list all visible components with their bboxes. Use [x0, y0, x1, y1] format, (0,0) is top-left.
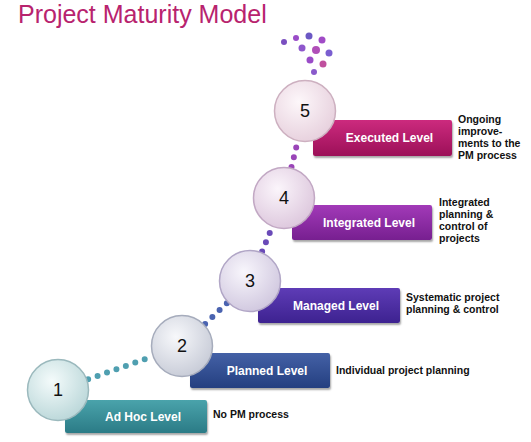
- level-bar: Ad Hoc LevelNo PM process: [65, 400, 207, 433]
- level-number: 4: [252, 166, 316, 230]
- level-name: Integrated Level: [292, 205, 432, 240]
- level-circle: 4: [252, 166, 316, 230]
- level-number: 5: [273, 79, 337, 143]
- level-name: Planned Level: [190, 353, 330, 388]
- dotted-connector: [292, 142, 298, 167]
- dotted-connector: [205, 303, 227, 324]
- level-number: 1: [26, 358, 90, 422]
- level-description: Systematic project planning & control: [406, 291, 518, 315]
- level-circle: 3: [218, 249, 282, 313]
- level-name: Managed Level: [258, 288, 400, 323]
- diagram-title: Project Maturity Model: [18, 0, 267, 28]
- level-description: Ongoing improve- ments to the PM process: [458, 113, 528, 161]
- level-bar: Planned LevelIndividual project planning: [190, 353, 330, 388]
- dotted-connector: [88, 357, 152, 380]
- level-circle: 2: [150, 314, 214, 378]
- level-description: Individual project planning: [336, 364, 496, 376]
- level-bar: Integrated LevelIntegrated planning & co…: [292, 205, 432, 240]
- level-bar: Executed LevelOngoing improve- ments to …: [313, 120, 452, 156]
- level-name: Executed Level: [313, 120, 452, 156]
- level-description: No PM process: [213, 408, 323, 420]
- dotted-connector: [262, 228, 272, 252]
- level-number: 2: [150, 314, 214, 378]
- level-name: Ad Hoc Level: [65, 400, 207, 433]
- level-number: 3: [218, 249, 282, 313]
- level-circle: 1: [26, 358, 90, 422]
- level-circle: 5: [273, 79, 337, 143]
- level-bar: Managed LevelSystematic project planning…: [258, 288, 400, 323]
- level-description: Integrated planning & control of project…: [439, 196, 523, 244]
